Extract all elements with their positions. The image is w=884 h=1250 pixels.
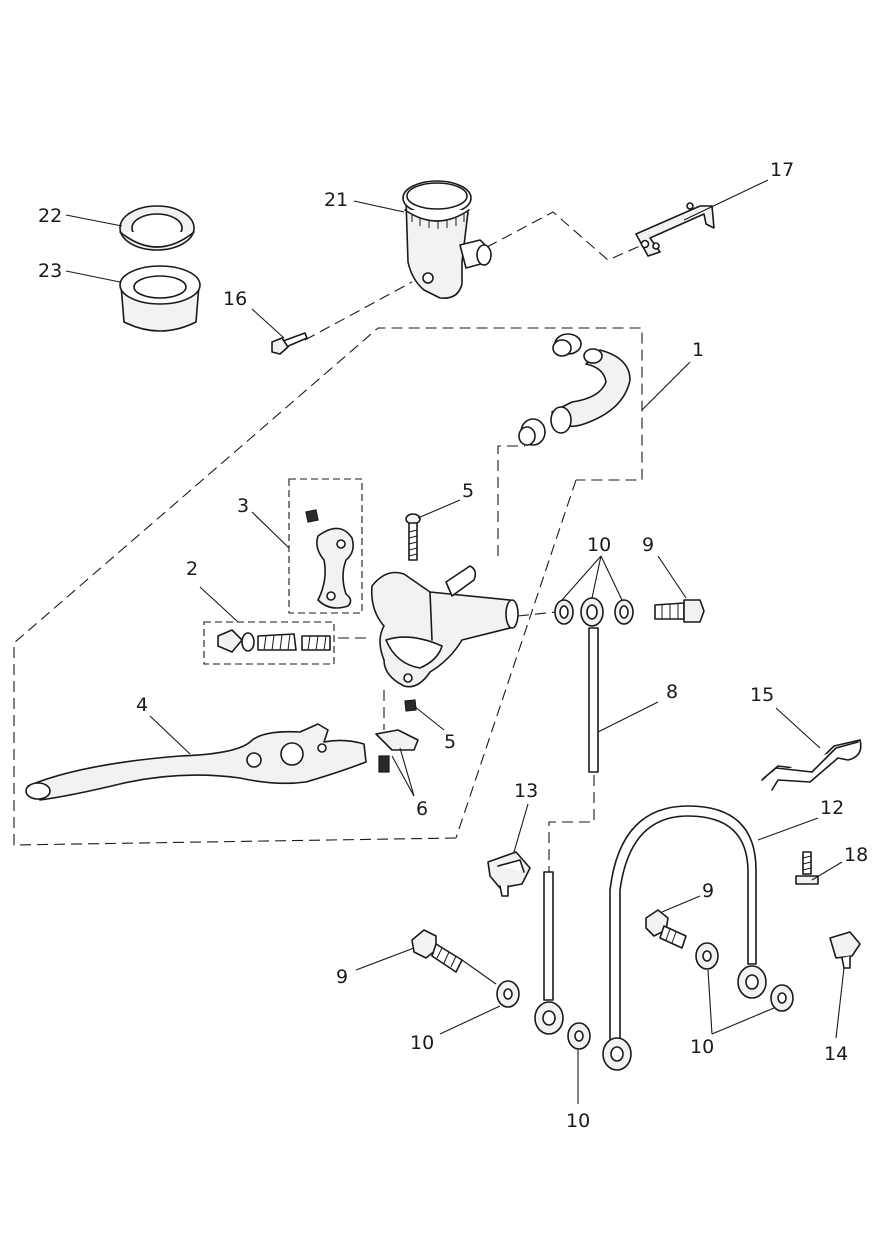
screw-5-lower [404, 699, 417, 712]
hose-clip-lower [518, 418, 546, 446]
reservoir-ribs [411, 214, 465, 229]
callout-2: 2 [186, 558, 198, 580]
master-cylinder-body [370, 565, 519, 688]
washer-10-lower-c [695, 942, 719, 970]
connection-lines [304, 211, 641, 872]
callout-18: 18 [844, 844, 868, 866]
washer-10-upper-a [554, 599, 574, 625]
callout-9-right: 9 [702, 880, 714, 902]
callout-6: 6 [416, 798, 428, 820]
callout-5-upper: 5 [462, 480, 474, 502]
callout-17: 17 [770, 159, 794, 181]
hose-clip-upper [552, 333, 582, 357]
callout-10-upper: 10 [587, 534, 611, 556]
banjo-eye-upper [580, 597, 604, 627]
washer-10-lower-d [770, 984, 794, 1012]
callout-1: 1 [692, 339, 704, 361]
reservoir-cup-23 [119, 265, 201, 332]
callout-leaders [65, 179, 845, 1104]
hose-banjo-eye-right [737, 965, 767, 999]
banjo-bolt-9-left [411, 929, 463, 973]
assembly-group-outline [13, 327, 643, 846]
lever-switch-6 [375, 729, 419, 773]
fluid-reservoir-21 [402, 180, 492, 300]
callout-14: 14 [824, 1043, 848, 1065]
washer-10-lower-a [496, 980, 520, 1008]
reservoir-hose-1 [518, 333, 631, 446]
callout-13: 13 [514, 780, 538, 802]
clutch-hose-12 [602, 805, 767, 1071]
screw-5-upper [405, 513, 421, 561]
hose-banjo-eye-left [602, 1037, 632, 1071]
lower-pipe [534, 871, 564, 1035]
handlebar-clamp-3 [305, 509, 354, 609]
callout-10-bottom: 10 [566, 1110, 590, 1132]
callout-12: 12 [820, 797, 844, 819]
callout-22: 22 [38, 205, 62, 227]
banjo-bolt-9-right [645, 909, 687, 949]
banjo-bolt-9-upper [654, 599, 705, 623]
callout-9-upper: 9 [642, 534, 654, 556]
seal-ring-22 [119, 205, 195, 251]
callout-3: 3 [237, 495, 249, 517]
callout-23: 23 [38, 260, 62, 282]
callout-21: 21 [324, 189, 348, 211]
washer-10-lower-b [567, 1022, 591, 1050]
bolt-16 [271, 332, 308, 355]
hose-guide-13 [487, 851, 531, 897]
callout-10-right: 10 [690, 1036, 714, 1058]
washer-10-upper-b [614, 599, 634, 625]
piston-kit-2 [217, 629, 331, 653]
callout-8: 8 [666, 681, 678, 703]
wire-clip-15 [761, 739, 862, 791]
clutch-lever-4 [25, 723, 367, 801]
callout-10-left: 10 [410, 1032, 434, 1054]
callout-numbers: 22 23 21 17 16 1 3 5 2 10 9 8 15 4 5 6 1… [38, 159, 868, 1132]
bolt-18 [795, 851, 819, 885]
callout-9-left: 9 [336, 966, 348, 988]
clip-14 [829, 931, 861, 969]
callout-5-lower: 5 [444, 731, 456, 753]
callout-4: 4 [136, 694, 148, 716]
clutch-pipe-8 [588, 627, 599, 773]
reservoir-bracket-17 [635, 202, 715, 257]
callout-16: 16 [223, 288, 247, 310]
callout-15: 15 [750, 684, 774, 706]
